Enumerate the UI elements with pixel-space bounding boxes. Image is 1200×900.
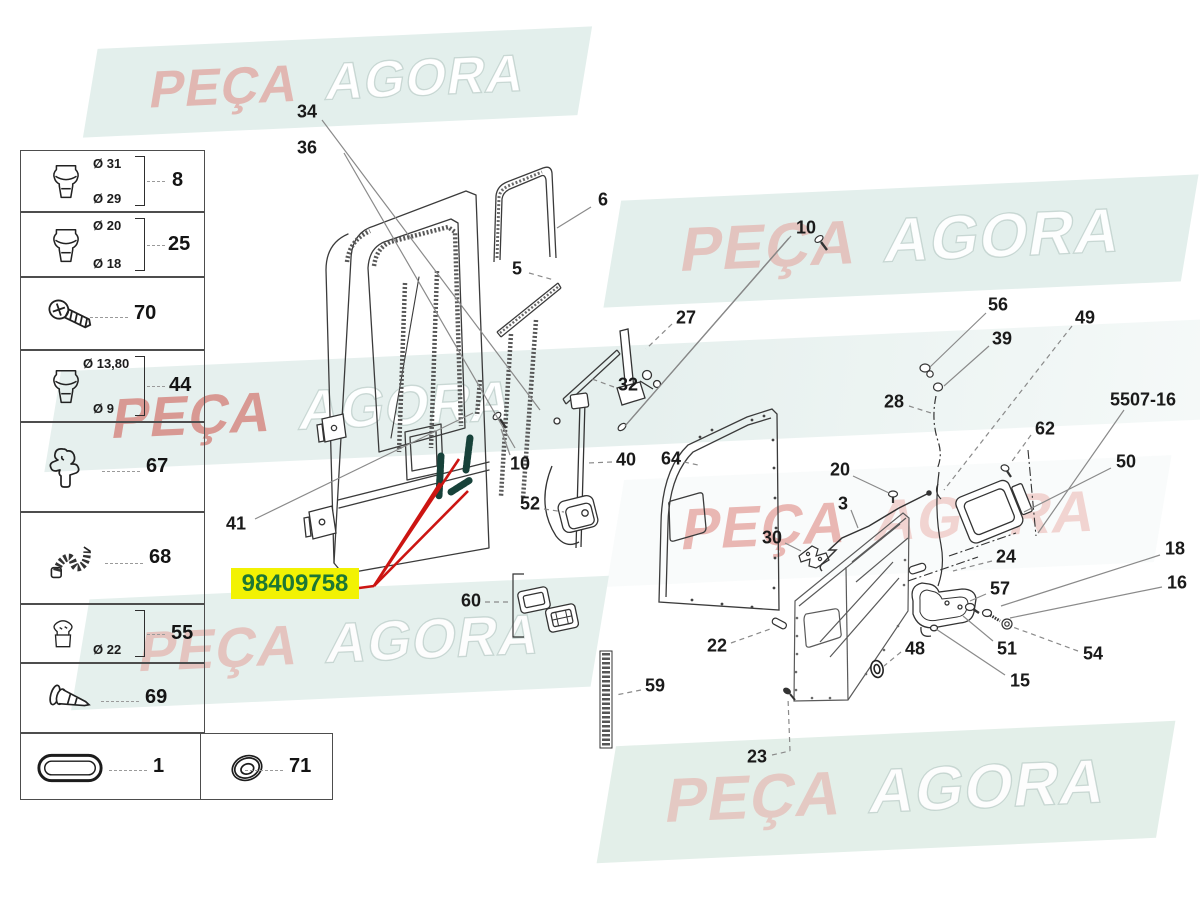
legend-cell-part-70: 70 <box>20 277 205 350</box>
leader-dashes <box>147 181 165 182</box>
legend-part-number: 70 <box>134 301 157 324</box>
callout-label-57: 57 <box>989 578 1011 599</box>
callout-label-64: 64 <box>660 448 682 469</box>
callout-label-34: 34 <box>296 101 318 122</box>
dimension-bracket <box>135 356 145 416</box>
callout-label-30: 30 <box>761 527 783 548</box>
dimension-bracket <box>135 218 145 271</box>
diameter-label: Ø 29 <box>93 191 122 206</box>
diameter-label: Ø 18 <box>93 256 122 271</box>
legend-cell-part-69: 69 <box>20 663 205 733</box>
leader-dashes <box>109 769 147 771</box>
legend-cell-part-71: 71 <box>200 733 333 800</box>
callout-label-41: 41 <box>225 513 247 534</box>
leader-dashes <box>90 317 128 319</box>
legend-part-number: 67 <box>146 455 169 477</box>
leader-dashes <box>147 386 165 387</box>
callout-label-27: 27 <box>675 307 697 328</box>
legend-part-number: 1 <box>153 754 165 777</box>
legend-part-number: 25 <box>168 232 191 255</box>
callout-label-36: 36 <box>296 137 318 158</box>
callout-label-60: 60 <box>460 590 482 611</box>
callout-label-52: 52 <box>519 493 541 514</box>
callout-label-3: 3 <box>837 493 849 514</box>
callout-label-50: 50 <box>1115 451 1137 472</box>
callout-label-5: 5 <box>511 258 523 279</box>
legend-cell-part-55: Ø 22 55 <box>20 604 205 663</box>
callout-label-15: 15 <box>1009 670 1031 691</box>
callout-label-49: 49 <box>1074 307 1096 328</box>
dimension-bracket <box>135 156 145 206</box>
leader-dashes <box>102 471 140 473</box>
callout-label-59: 59 <box>644 675 666 696</box>
diameter-label: Ø 13,80 <box>83 356 130 371</box>
callout-label-62: 62 <box>1034 418 1056 439</box>
callout-label-10: 10 <box>795 217 817 238</box>
legend-cell-part-44: Ø 13,80 Ø 9 44 <box>20 350 205 422</box>
legend-cell-part-67: 67 <box>20 422 205 512</box>
callout-label-40: 40 <box>615 449 637 470</box>
callout-label-5507-16: 5507-16 <box>1109 389 1177 410</box>
callout-label-51: 51 <box>996 638 1018 659</box>
legend-part-number: 71 <box>289 754 312 777</box>
callout-label-39: 39 <box>991 328 1013 349</box>
callout-label-10: 10 <box>509 453 531 474</box>
diameter-label: Ø 31 <box>93 156 122 171</box>
leader-dashes <box>101 701 139 703</box>
leader-dashes <box>105 562 143 564</box>
callout-label-24: 24 <box>995 546 1017 567</box>
legend-cell-part-8: Ø 31 Ø 29 8 <box>20 150 205 212</box>
highlighted-part-number[interactable]: 98409758 <box>231 568 359 599</box>
callout-label-22: 22 <box>706 635 728 656</box>
dimension-bracket <box>135 610 145 657</box>
legend-part-number: 8 <box>172 169 184 191</box>
callout-label-18: 18 <box>1164 538 1186 559</box>
callout-label-54: 54 <box>1082 643 1104 664</box>
callout-label-32: 32 <box>617 374 639 395</box>
legend-part-number: 55 <box>171 621 194 644</box>
callout-label-28: 28 <box>883 391 905 412</box>
diameter-label: Ø 20 <box>93 218 122 233</box>
legend-part-number: 44 <box>169 374 192 396</box>
callout-label-56: 56 <box>987 294 1009 315</box>
diameter-label: Ø 22 <box>93 642 122 657</box>
legend-part-number: 69 <box>145 686 168 708</box>
leader-dashes <box>245 769 283 771</box>
leader-dashes <box>147 633 165 635</box>
legend-cell-part-68: 68 <box>20 512 205 604</box>
callout-label-16: 16 <box>1166 572 1188 593</box>
legend-part-number: 68 <box>149 546 172 568</box>
part-number-text: 98409758 <box>241 569 349 597</box>
diameter-label: Ø 9 <box>93 401 114 416</box>
callout-label-23: 23 <box>746 746 768 767</box>
callout-label-6: 6 <box>597 189 609 210</box>
callout-label-20: 20 <box>829 459 851 480</box>
callout-label-48: 48 <box>904 638 926 659</box>
leader-dashes <box>147 244 165 246</box>
legend-cell-part-25: Ø 20 Ø 18 25 <box>20 212 205 277</box>
